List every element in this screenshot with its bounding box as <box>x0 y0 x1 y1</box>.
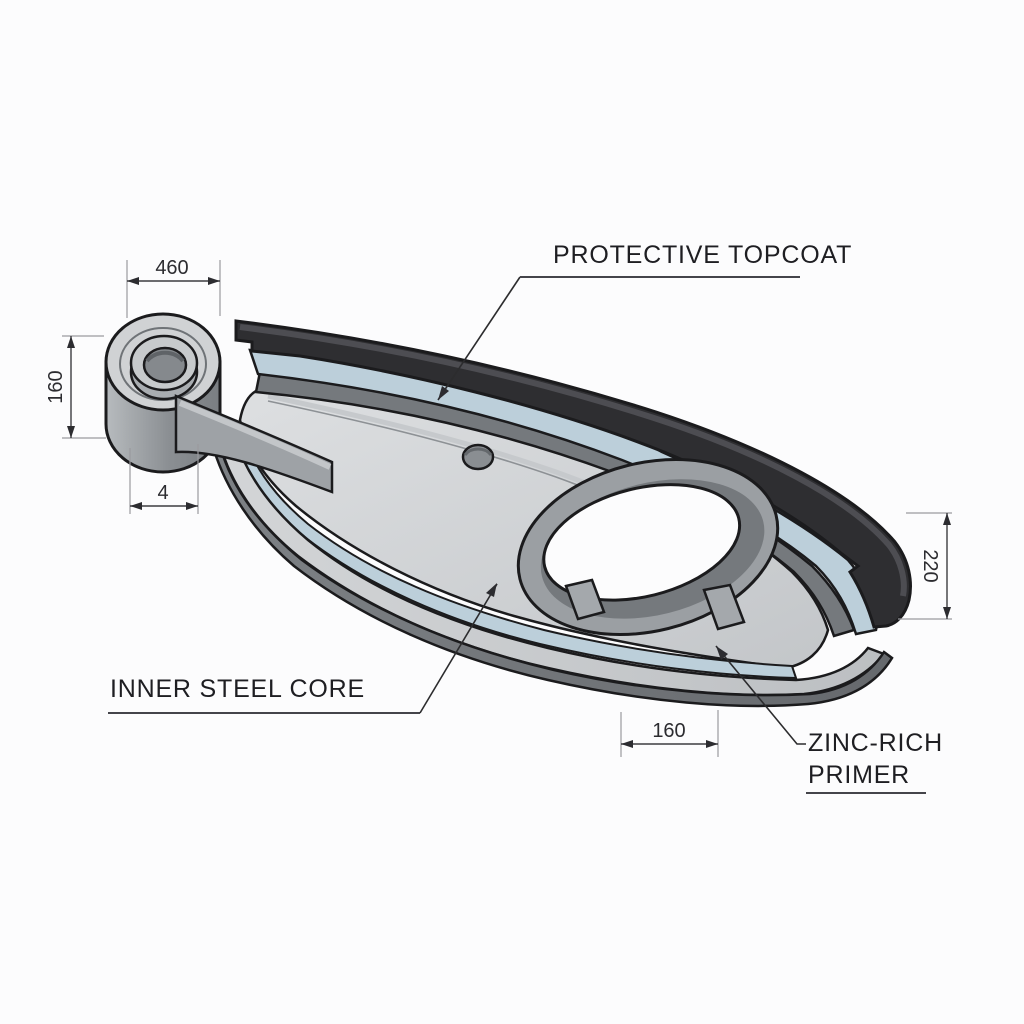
dimension-bottom-width: 160 <box>620 710 719 757</box>
arrowhead <box>130 502 142 510</box>
label-text-topcoat: PROTECTIVE TOPCOAT <box>553 241 852 269</box>
dimension-hub-thickness: 4 <box>129 444 199 514</box>
arm-band-highlight <box>178 400 332 470</box>
dimension-text: 220 <box>919 549 941 582</box>
dimension-text: 160 <box>45 370 67 403</box>
oval-opening-group <box>516 457 780 637</box>
topcoat-highlight <box>239 324 907 597</box>
leader-line <box>437 276 521 401</box>
part-cutaway-illustration <box>104 312 912 708</box>
arrowhead <box>943 607 951 619</box>
leader-arrowhead <box>716 646 728 660</box>
arrowhead <box>208 277 220 285</box>
small-hole-shadow <box>463 447 493 456</box>
topcoat-layer <box>234 319 912 629</box>
label-zinc-rich-primer: ZINC-RICH PRIMER <box>715 645 943 794</box>
dimension-text: 4 <box>157 482 168 504</box>
leader-line <box>715 645 806 745</box>
hub-bore-shadow <box>145 350 185 363</box>
dimension-right-height: 220 <box>898 512 952 620</box>
leader-arrowhead <box>438 386 449 400</box>
dimension-top-width: 460 <box>126 257 221 318</box>
arrowhead <box>943 513 951 525</box>
dimension-text: 460 <box>155 257 188 279</box>
arrowhead <box>67 426 75 438</box>
label-inner-steel-core: INNER STEEL CORE <box>108 583 498 714</box>
arrowhead <box>67 336 75 348</box>
leader-arrowhead <box>486 583 497 597</box>
arrowhead <box>186 502 198 510</box>
dimension-text: 160 <box>652 720 685 742</box>
spoke-left <box>564 578 606 621</box>
label-text-primer-line1: ZINC-RICH <box>808 729 943 757</box>
rim-front-wall <box>212 444 894 708</box>
label-text-primer-line2: PRIMER <box>808 761 910 789</box>
spoke-right <box>702 583 746 631</box>
leader-line <box>419 583 498 714</box>
oval-hole <box>542 483 742 602</box>
label-protective-topcoat: PROTECTIVE TOPCOAT <box>437 241 852 401</box>
arrowhead <box>127 277 139 285</box>
arrowhead <box>706 740 718 748</box>
dimension-left-height: 160 <box>45 335 106 439</box>
arrowhead <box>621 740 633 748</box>
label-text-core: INNER STEEL CORE <box>110 675 365 703</box>
